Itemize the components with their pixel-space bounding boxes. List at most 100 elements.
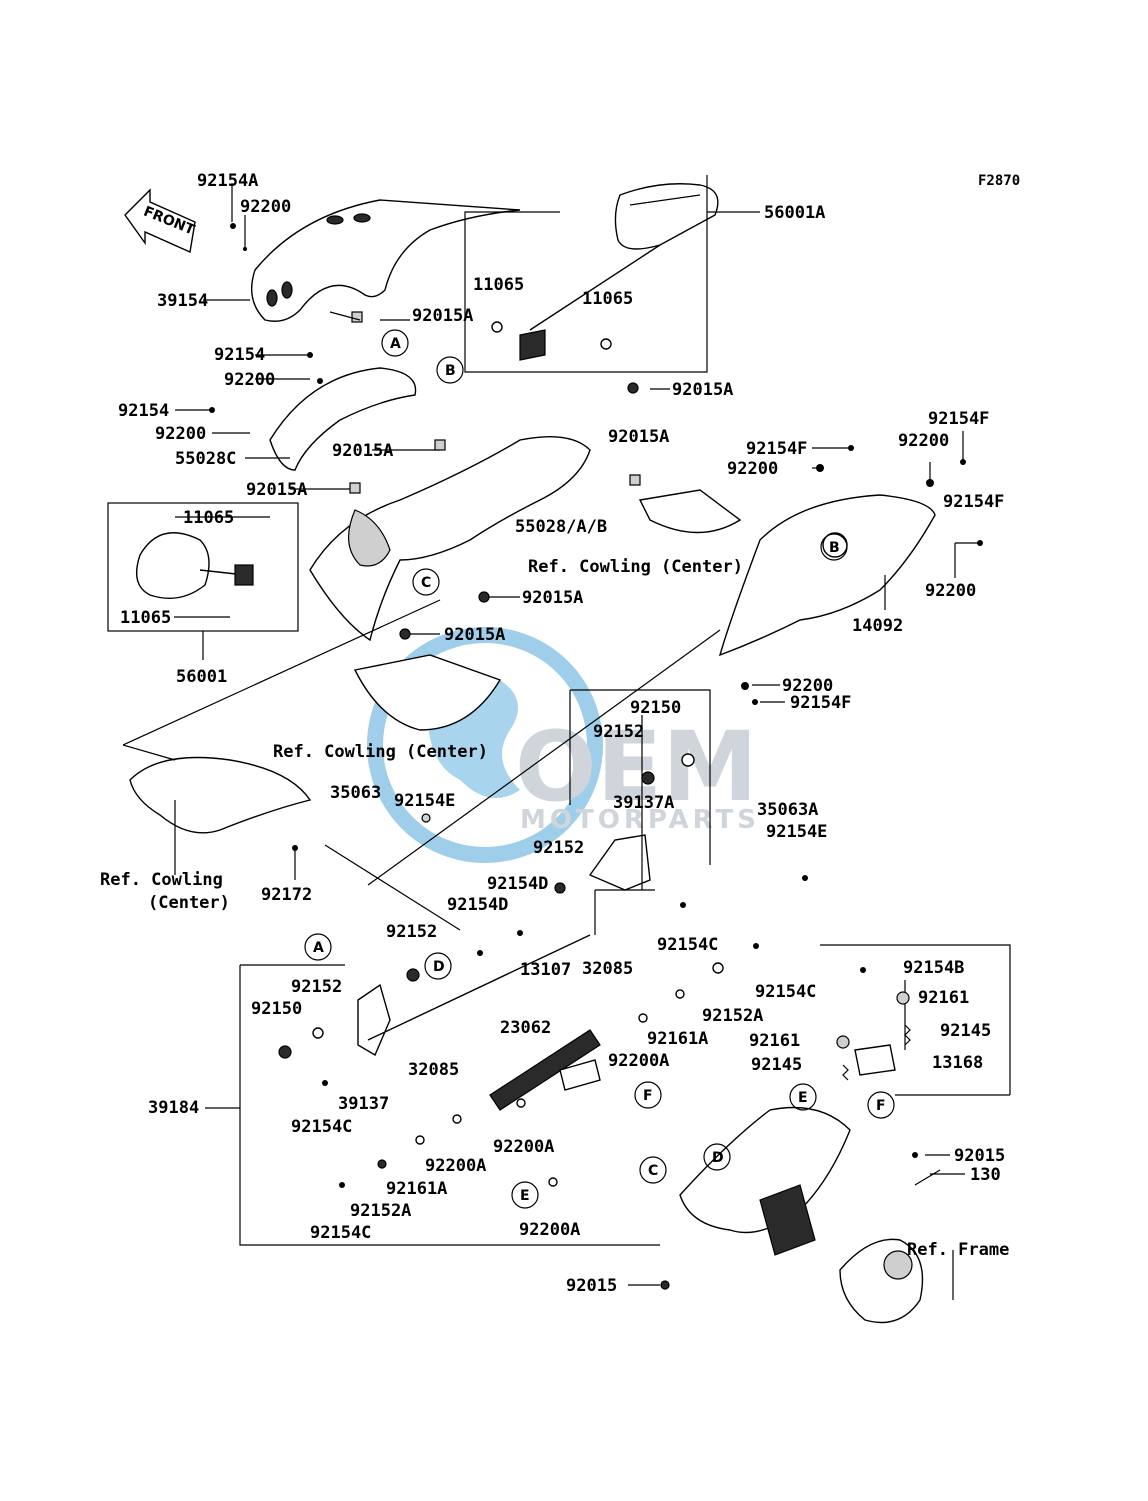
part-label: 39137 — [338, 1094, 389, 1114]
callout-b-left: B — [436, 356, 464, 384]
part-label: 92154F — [928, 409, 989, 429]
callout-f-lower: F — [634, 1081, 662, 1109]
ref-cowling-center-right: Ref. Cowling (Center) — [528, 557, 743, 577]
callout-a-upper: A — [381, 329, 409, 357]
part-label: 92200A — [493, 1137, 554, 1157]
svg-text:C: C — [648, 1163, 658, 1179]
part-label: 92154D — [447, 895, 508, 915]
svg-text:E: E — [798, 1090, 808, 1106]
upper-cowl-39154 — [251, 199, 521, 323]
part-label: 92150 — [251, 999, 302, 1019]
svg-text:E: E — [520, 1188, 530, 1204]
svg-text:B: B — [829, 540, 840, 556]
front-arrow-icon: FRONT — [124, 188, 197, 254]
callout-e-right: E — [789, 1083, 817, 1111]
part-label: 92152 — [291, 977, 342, 997]
callout-e-lower: E — [511, 1181, 539, 1209]
watermark-brand: OEM — [515, 711, 758, 823]
part-label: 13168 — [932, 1053, 983, 1073]
svg-text:D: D — [712, 1150, 724, 1166]
part-label: 32085 — [408, 1060, 459, 1080]
part-label: 92145 — [751, 1055, 802, 1075]
callout-d-right: D — [703, 1143, 731, 1171]
part-label: 92152 — [386, 922, 437, 942]
bracket-39137 — [357, 983, 391, 1057]
svg-text:F: F — [643, 1088, 653, 1104]
part-label: 92150 — [630, 698, 681, 718]
part-label: 92015A — [522, 588, 583, 608]
part-labels: 92154A 92200 39154 92015A 56001A 11065 1… — [118, 171, 1005, 1296]
leader-lines — [122, 175, 1011, 1300]
part-label: 92145 — [940, 1021, 991, 1041]
part-label: 11065 — [473, 275, 524, 295]
part-label: 92152 — [593, 722, 644, 742]
part-label: 92154C — [310, 1223, 371, 1243]
ref-cowling-left: Ref. Cowling — [100, 870, 223, 890]
part-label: 39137A — [613, 793, 674, 813]
callout-c-right: C — [639, 1156, 667, 1184]
svg-text:A: A — [313, 940, 324, 956]
part-label: 92015A — [608, 427, 669, 447]
part-label: 55028/A/B — [515, 517, 607, 537]
part-label: 92154C — [657, 935, 718, 955]
callout-f-right: F — [867, 1091, 895, 1119]
part-label: 92154C — [755, 982, 816, 1002]
part-label: 92154F — [790, 693, 851, 713]
part-label: 92015A — [412, 306, 473, 326]
part-label: 13107 — [520, 960, 571, 980]
side-cowl-14092 — [718, 494, 936, 657]
part-label: 92154B — [903, 958, 964, 978]
part-label: 92161 — [749, 1031, 800, 1051]
part-label: 92015A — [444, 625, 505, 645]
part-label: 14092 — [852, 616, 903, 636]
bracket-39137a — [588, 834, 651, 891]
ref-cowling-left-center: (Center) — [148, 893, 230, 913]
svg-text:F: F — [876, 1098, 886, 1114]
part-label: 92152 — [533, 838, 584, 858]
mirror-56001a — [491, 183, 719, 361]
inner-panel-center — [353, 489, 742, 731]
part-label: 92015A — [672, 380, 733, 400]
main-cowl-body — [309, 435, 591, 642]
inner-cowl-55028c — [269, 367, 417, 471]
ref-frame: Ref. Frame — [907, 1240, 1009, 1260]
callout-c-left: C — [412, 568, 440, 596]
lower-cowl-ref — [129, 756, 312, 834]
part-label: 130 — [970, 1165, 1001, 1185]
part-label: 92015A — [332, 441, 393, 461]
stay-13107 — [367, 934, 591, 1041]
part-label: 92154 — [118, 401, 169, 421]
part-label: 39184 — [148, 1098, 199, 1118]
part-label: 92152A — [702, 1006, 763, 1026]
part-label: 55028C — [175, 449, 236, 469]
part-label: 11065 — [120, 608, 171, 628]
part-label: 92200A — [519, 1220, 580, 1240]
part-label: 92200 — [240, 197, 291, 217]
svg-text:D: D — [433, 959, 445, 975]
part-label: 92200A — [608, 1051, 669, 1071]
stay-assy-39184 — [679, 1106, 851, 1256]
part-label: 92154E — [394, 791, 455, 811]
reference-labels: Ref. Cowling (Center) Ref. Cowling (Cent… — [100, 557, 1009, 1260]
part-label: 92154A — [197, 171, 258, 191]
part-label: 11065 — [582, 289, 633, 309]
part-label: 92154D — [487, 874, 548, 894]
part-label: 92015A — [246, 480, 307, 500]
part-label: 32085 — [582, 959, 633, 979]
diagram-code: F2870 — [978, 173, 1020, 189]
svg-text:B: B — [445, 363, 456, 379]
fastener-markers — [209, 223, 983, 1290]
watermark: OEM MOTORPARTS — [367, 627, 758, 863]
part-label: 11065 — [183, 508, 234, 528]
part-label: 92200 — [925, 581, 976, 601]
part-label: 92154F — [746, 439, 807, 459]
part-label: 92200 — [224, 370, 275, 390]
watermark-globe — [367, 627, 603, 863]
part-label: 92152A — [350, 1201, 411, 1221]
part-label: 92172 — [261, 885, 312, 905]
svg-text:A: A — [390, 336, 401, 352]
part-label: 56001A — [764, 203, 825, 223]
bracket-23062 — [489, 1029, 601, 1111]
part-label: 92161A — [647, 1029, 708, 1049]
